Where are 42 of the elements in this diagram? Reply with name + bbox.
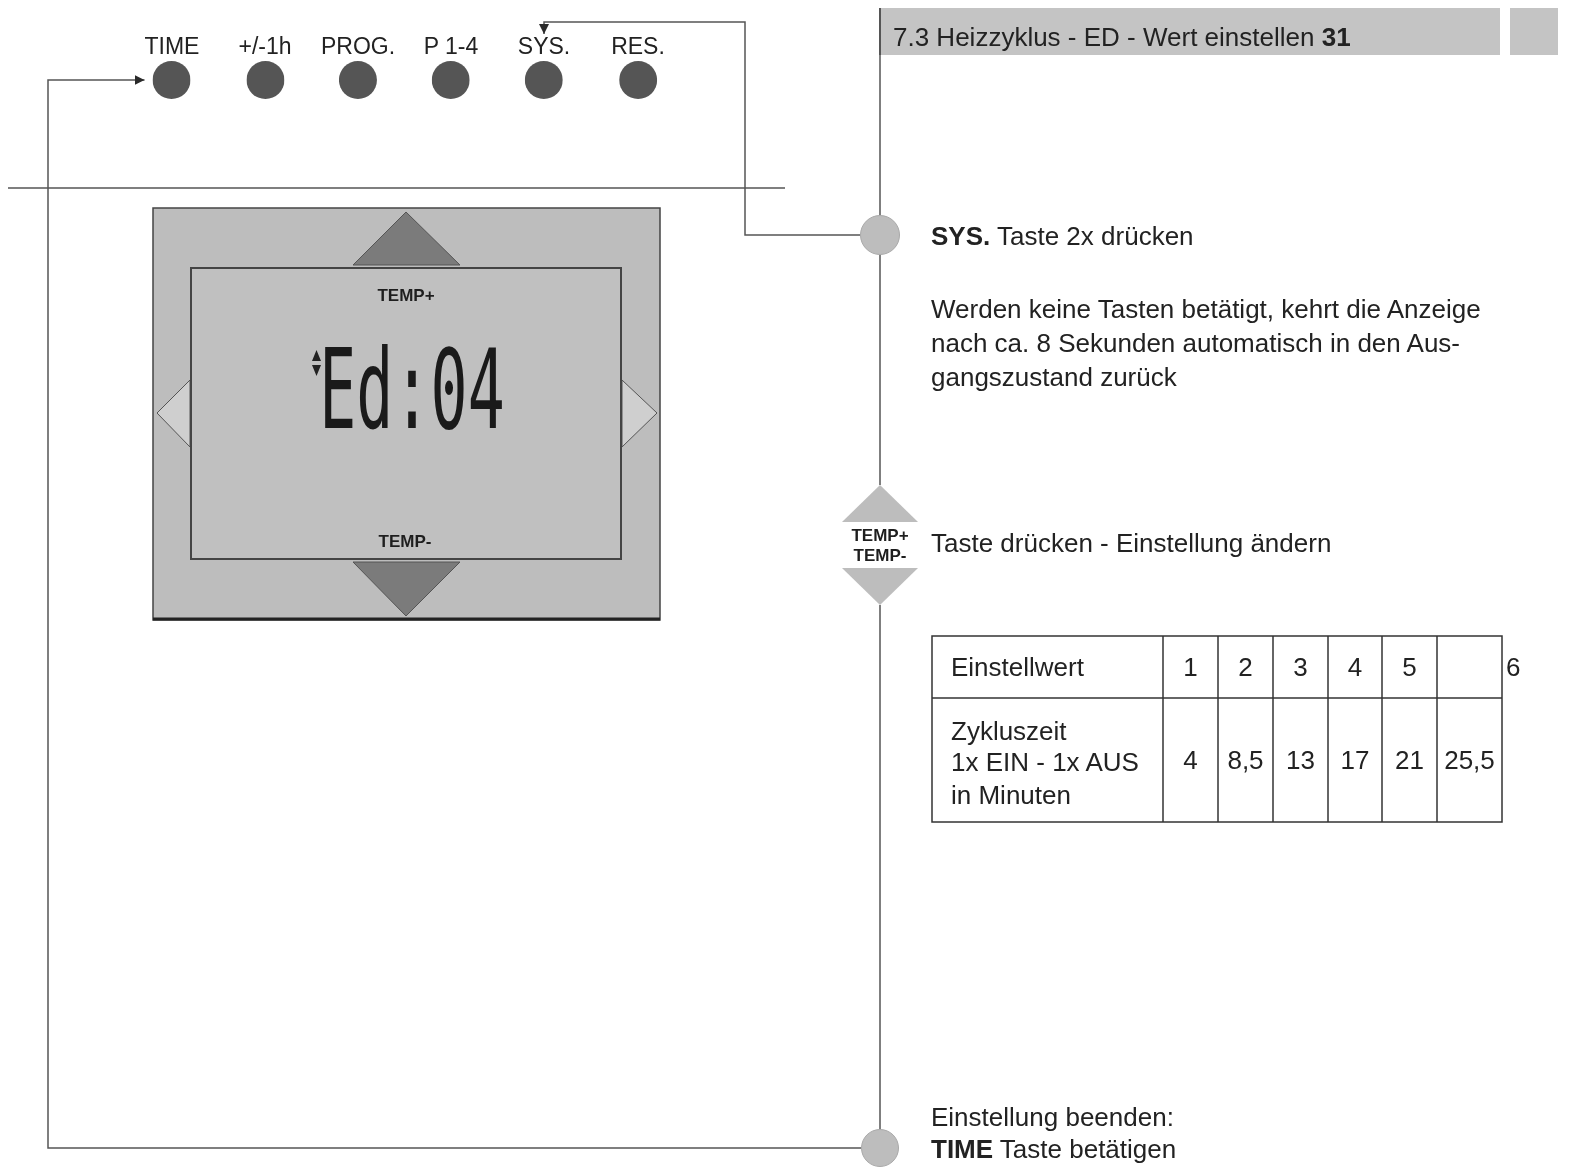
- button-label: TIME: [144, 34, 200, 58]
- step-instruction: Einstellung beenden:: [931, 1101, 1174, 1134]
- key-label: TEMP+: [851, 527, 909, 545]
- step-marker: [861, 1129, 899, 1167]
- button-label: SYS.: [517, 34, 571, 58]
- cell-value: 4: [1183, 744, 1198, 776]
- button-label: +/-1h: [238, 34, 292, 58]
- cell-value: 8,5: [1227, 744, 1264, 776]
- button-label: PROG.: [320, 34, 396, 58]
- column-header: 4: [1347, 651, 1363, 683]
- key-label: TEMP-: [378, 533, 432, 551]
- step-instruction: TIME Taste betätigen: [931, 1133, 1177, 1166]
- display-readout: Ed:04: [319, 345, 505, 435]
- connector-line: [879, 54, 881, 216]
- lcd-screen: [190, 267, 622, 560]
- row-header: 1x EIN - 1x AUS: [951, 746, 1139, 778]
- button-label: RES.: [611, 34, 665, 58]
- connector-line: [879, 254, 881, 486]
- key-label: TEMP-: [853, 547, 907, 565]
- cell-value: 21: [1395, 744, 1424, 776]
- connector-arrow: [47, 75, 862, 1149]
- connector-line: [879, 604, 881, 1130]
- connector-arrow: [539, 21, 861, 236]
- cell-value: 13: [1286, 744, 1315, 776]
- key-label: TEMP+: [377, 287, 435, 305]
- row-header: in Minuten: [951, 779, 1071, 811]
- column-header: 5: [1402, 651, 1417, 683]
- step-instruction: SYS. Taste 2x drücken: [931, 220, 1194, 253]
- header-bar: [879, 8, 1500, 55]
- section-title: 7.3 Heizzyklus - ED - Wert einstellen 31: [893, 21, 1351, 54]
- column-header: 2: [1238, 651, 1253, 683]
- row-header: Zykluszeit: [951, 715, 1067, 747]
- column-header: 6: [1506, 651, 1521, 683]
- button-label: P 1-4: [423, 34, 479, 58]
- note-paragraph: Werden keine Tasten betätigt, kehrt die Anzeige nach ca. 8 Sekunden automatisch in den Aus- gangszustand zurück: [931, 293, 1482, 394]
- step-instruction: Taste drücken - Einstellung ändern: [931, 527, 1332, 560]
- cell-value: 17: [1340, 744, 1370, 776]
- row-header: Einstellwert: [951, 651, 1084, 683]
- step-marker: [860, 215, 900, 255]
- column-header: 3: [1293, 651, 1308, 683]
- column-header: 1: [1183, 651, 1198, 683]
- cell-value: 25,5: [1444, 744, 1495, 776]
